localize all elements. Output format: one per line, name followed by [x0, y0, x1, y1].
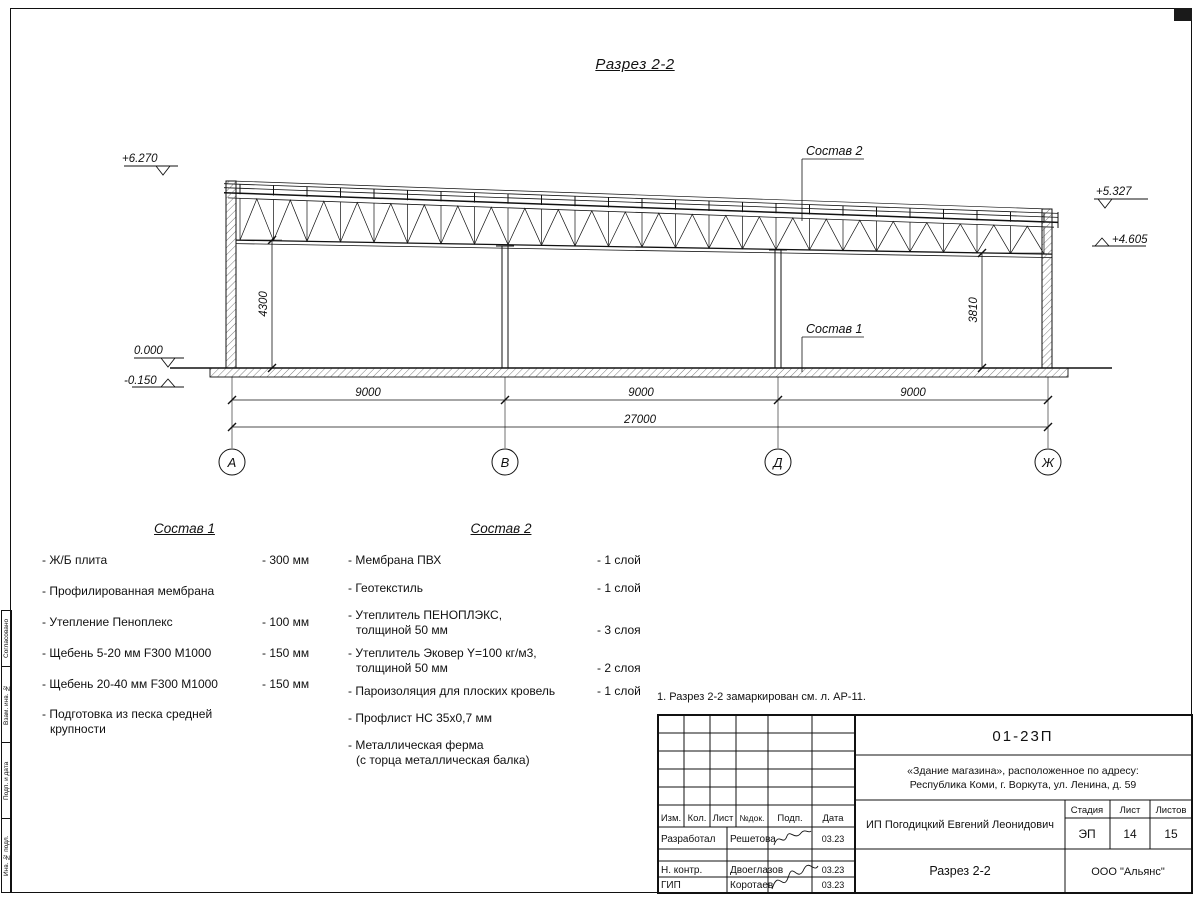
title-block: 01-23П «Здание магазина», расположенное … [657, 714, 1193, 894]
row-date-2: 03.23 [822, 880, 845, 890]
dim-4300-text: 4300 [258, 291, 270, 317]
building-section-drawing: +6.270 0.000 -0.150 +5.327 +4.605 Состав… [122, 144, 1148, 476]
dim-bays: 9000 9000 9000 [227, 387, 1053, 405]
row-role-2: ГИП [661, 880, 681, 891]
titleblock-drawing-name: Разрез 2-2 [929, 864, 990, 878]
elevation-marks [124, 165, 1148, 388]
elevation-zero: 0.000 [134, 345, 163, 357]
sheet-value: 14 [1123, 827, 1137, 841]
row-date-1: 03.23 [822, 865, 845, 875]
list-item: - Мембрана ПВХ - 1 слой [348, 553, 641, 567]
object-address-line2: Республика Коми, г. Воркута, ул. Ленина,… [910, 779, 1137, 791]
left-wall [225, 180, 237, 369]
list-item: - Профилированная мембрана [42, 584, 215, 598]
dim-4300: 4300 [240, 235, 282, 373]
right-wall [1041, 208, 1053, 369]
col-podp: Подп. [777, 813, 802, 824]
sostav2-block: Состав 2 - Мембрана ПВХ - 1 слой - Геоте… [348, 521, 654, 768]
axis-B: В [501, 455, 510, 470]
sostav1-heading: Состав 1 [154, 521, 215, 536]
dim-3810-text: 3810 [968, 297, 980, 323]
sostav1-leader [801, 336, 864, 372]
row-name-1: Двоеглазов [730, 865, 783, 876]
list-item: - Ж/Б плита - 300 мм [42, 553, 310, 567]
roof-purlin-ticks [239, 184, 1045, 223]
list-item: - Утепление Пеноплекс - 100 мм [42, 615, 310, 629]
object-address-line1: «Здание магазина», расположенное по адре… [907, 765, 1139, 777]
sheets-value: 15 [1164, 827, 1178, 841]
list-item: - Щебень 20-40 мм F300 М1000 - 150 мм [42, 677, 310, 691]
list-item: - Металлическая ферма (с торца металличе… [348, 738, 530, 767]
sheet-corner-mark [1174, 8, 1192, 21]
row-name-0: Решетова [730, 834, 776, 845]
truss-web-verticals [239, 198, 1045, 254]
left-frame-cell: Инв. № подл. [1, 818, 12, 893]
sostav1-callout: Состав 1 [806, 322, 862, 336]
axis-D: Д [771, 455, 782, 470]
signature-scrawls [771, 830, 819, 890]
list-item: - Утеплитель Эковер Y=100 кг/м3, толщино… [348, 646, 641, 675]
company-name: ООО "Альянс" [1091, 866, 1165, 878]
stage-value: ЭП [1078, 827, 1095, 841]
row-role-1: Н. контр. [661, 865, 702, 876]
drawing-note: 1. Разрез 2-2 замаркирован см. л. АР-11. [657, 691, 866, 703]
section-title: Разрез 2-2 [595, 56, 675, 73]
dim-bay2: 9000 [628, 387, 654, 399]
dim-total-text: 27000 [623, 414, 657, 426]
roof-lines [223, 183, 1059, 228]
elevation-right-low: +4.605 [1112, 234, 1148, 246]
row-date-0: 03.23 [822, 834, 845, 844]
list-item: - Пароизоляция для плоских кровель - 1 с… [348, 684, 641, 698]
left-frame-column: Согласовано Взам. инв. № Подп. и дата Ин… [1, 610, 12, 893]
column-axis-B [496, 245, 514, 368]
list-item: - Профлист НС 35х0,7 мм [348, 711, 492, 725]
column-axis-D [769, 249, 787, 368]
sostav2-heading: Состав 2 [470, 521, 532, 536]
list-item: - Геотекстиль - 1 слой [348, 581, 641, 595]
dim-extension-lines [231, 377, 1049, 448]
list-item: - Щебень 5-20 мм F300 М1000 - 150 мм [42, 646, 310, 660]
sostav2-callout: Состав 2 [806, 144, 862, 158]
row-name-2: Коротаев [730, 880, 773, 891]
elevation-minus: -0.150 [124, 375, 157, 387]
sheets-label: Листов [1156, 805, 1187, 816]
list-item: - Подготовка из песка средней крупности [42, 707, 213, 736]
axis-bubbles: А В Д Ж [218, 448, 1062, 476]
row-role-0: Разработал [661, 833, 716, 845]
dim-bay1: 9000 [355, 387, 381, 399]
dim-total: 27000 [227, 414, 1053, 432]
dim-3810: 3810 [968, 248, 1042, 373]
floor-slab [209, 367, 1069, 378]
col-ndok: №док. [740, 813, 765, 823]
col-data: Дата [822, 813, 844, 824]
elevation-right-top: +5.327 [1096, 186, 1132, 198]
truss-chords [235, 239, 1053, 258]
col-izm: Изм. [661, 813, 681, 824]
doc-number: 01-23П [992, 728, 1053, 745]
axis-A: А [227, 455, 237, 470]
sheet-label: Лист [1120, 805, 1141, 816]
col-list: Лист [713, 813, 734, 824]
stage-label: Стадия [1071, 805, 1103, 816]
sostav1-block: Состав 1 - Ж/Б плита - 300 мм - Профилир… [42, 521, 327, 737]
elevation-left-top: +6.270 [122, 153, 158, 165]
client-name: ИП Погодицкий Евгений Леонидович [866, 819, 1054, 831]
list-item: - Утеплитель ПЕНОПЛЭКС, толщиной 50 мм -… [348, 608, 641, 637]
left-frame-cell: Взам. инв. № [1, 666, 12, 742]
far-parapet-line [231, 180, 1049, 210]
dim-bay3: 9000 [900, 387, 926, 399]
left-frame-cell: Подп. и дата [1, 742, 12, 818]
left-frame-cell: Согласовано [1, 610, 12, 666]
sostav2-leader [801, 158, 864, 221]
col-kol: Кол. [688, 813, 707, 824]
sheet-frame [10, 8, 1192, 893]
axis-Zh: Ж [1041, 455, 1055, 470]
